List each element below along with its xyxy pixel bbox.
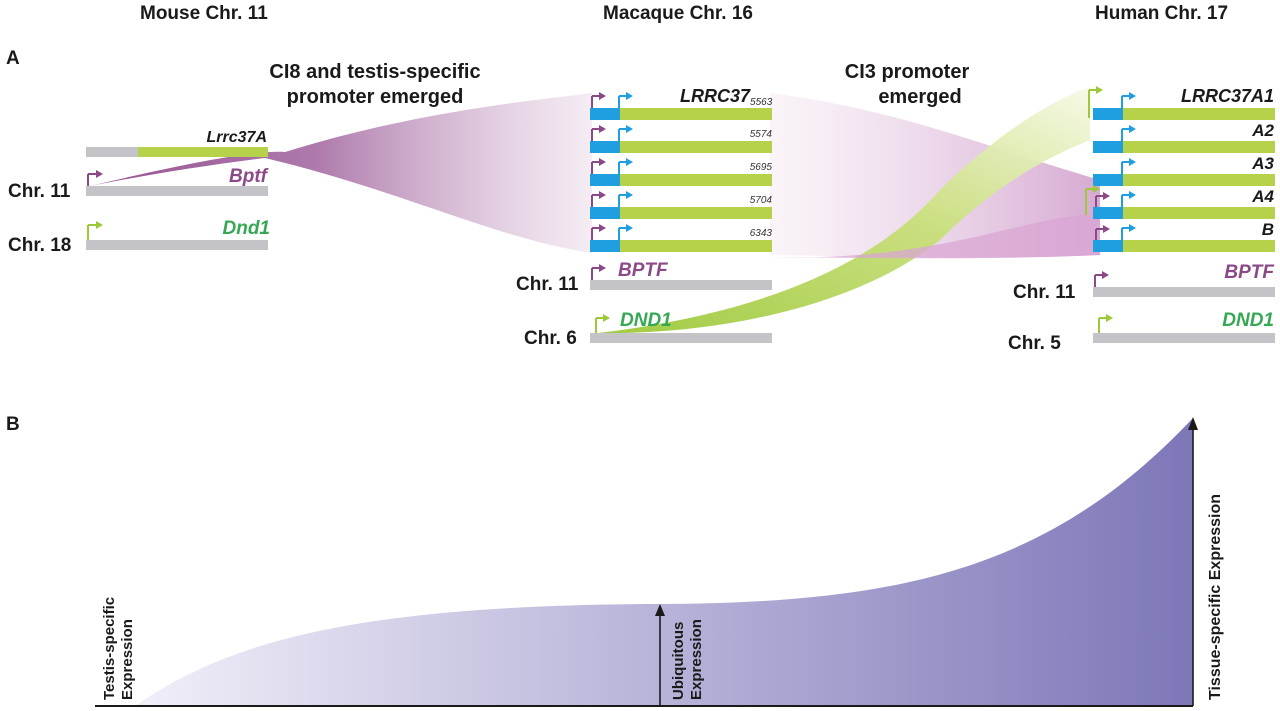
mouse-bptf-promoter-arrow bbox=[87, 170, 103, 186]
mouse-dnd1-label: Dnd1 bbox=[223, 218, 271, 239]
ubiquitous-arrow bbox=[655, 604, 665, 706]
macaque-chr11-label: Chr. 11 bbox=[516, 274, 579, 295]
human-bptf-bar bbox=[1093, 287, 1275, 297]
header-mouse: Mouse Chr. 11 bbox=[140, 3, 268, 24]
human-a3-label: A3 bbox=[1251, 154, 1274, 173]
ci3-event-label-line1: CI3 promoter bbox=[845, 61, 970, 83]
human-bptf-label: BPTF bbox=[1224, 262, 1275, 283]
macaque-copy-5-id: 6343 bbox=[750, 228, 773, 239]
macaque-dnd1-label: DND1 bbox=[620, 310, 672, 331]
human-copy-a2 bbox=[1093, 141, 1275, 153]
human-copy-a4 bbox=[1093, 207, 1275, 219]
header-macaque: Macaque Chr. 16 bbox=[603, 3, 753, 24]
human-a4-label: A4 bbox=[1251, 187, 1274, 206]
macaque-lrrc37-main: LRRC37 bbox=[680, 86, 751, 106]
mouse-chr11-label: Chr. 11 bbox=[8, 181, 71, 202]
human-chr11-label: Chr. 11 bbox=[1013, 282, 1076, 303]
macaque-dnd1-promoter-arrow bbox=[595, 314, 610, 333]
human-chr5-label: Chr. 5 bbox=[1008, 333, 1061, 354]
ci3-event-label-line2: emerged bbox=[878, 86, 961, 108]
human-copy-a1 bbox=[1093, 108, 1275, 120]
ubiquitous-expression-label-line2: Expression bbox=[688, 619, 705, 700]
human-dnd1-bar bbox=[1093, 333, 1275, 343]
mouse-bptf-label: Bptf bbox=[229, 166, 269, 187]
macaque-copy-2-id: 5574 bbox=[750, 129, 773, 140]
mouse-chr18-label: Chr. 18 bbox=[8, 235, 71, 256]
expression-area bbox=[135, 418, 1193, 706]
tissue-arrow bbox=[1188, 417, 1198, 706]
ci8-event-label-line1: CI8 and testis-specific bbox=[269, 61, 480, 83]
testis-expression-label-line2: Expression bbox=[119, 619, 136, 700]
mouse-lrrc37a-gene bbox=[138, 147, 268, 157]
macaque-bptf-label: BPTF bbox=[618, 260, 669, 281]
macaque-chr6-label: Chr. 6 bbox=[524, 328, 577, 349]
ribbon-mouse-to-macaque bbox=[90, 93, 592, 253]
macaque-copy-4 bbox=[590, 207, 772, 219]
macaque-dnd1-bar bbox=[590, 333, 772, 343]
macaque-lrrc37-label: LRRC375563 bbox=[680, 86, 773, 108]
testis-expression-label-line1: Testis-specific bbox=[101, 597, 118, 700]
header-human: Human Chr. 17 bbox=[1095, 3, 1228, 24]
macaque-promoter-arrows-blue bbox=[618, 92, 633, 240]
macaque-copy-1-id: 5563 bbox=[750, 97, 773, 108]
human-promoter-arrows-purple bbox=[1095, 192, 1110, 240]
ribbon-macaque-to-human-purple bbox=[770, 93, 1100, 258]
ci8-event-label-line2: promoter emerged bbox=[287, 86, 464, 108]
mouse-dnd1-bar bbox=[86, 240, 268, 250]
mouse-dnd1-promoter-arrow bbox=[87, 221, 103, 240]
ribbon-dnd1-to-human-green bbox=[598, 87, 1090, 334]
tissue-expression-label: Tissue-specific Expression bbox=[1207, 494, 1224, 700]
macaque-copy-4-id: 5704 bbox=[750, 195, 773, 206]
human-copy-a3 bbox=[1093, 174, 1275, 186]
macaque-copy-2 bbox=[590, 141, 772, 153]
macaque-copy-1 bbox=[590, 108, 772, 120]
human-copy-b bbox=[1093, 240, 1275, 252]
mouse-bptf-bar bbox=[86, 186, 268, 196]
mouse-lrrc37a-label: Lrrc37A bbox=[207, 129, 267, 146]
human-lrrc37a1-label: LRRC37A1 bbox=[1181, 86, 1274, 106]
human-bptf-promoter-arrow bbox=[1094, 271, 1109, 287]
panel-label-b: B bbox=[6, 414, 20, 435]
ubiquitous-expression-label-line1: Ubiquitous bbox=[670, 622, 687, 700]
macaque-copy-3-id: 5695 bbox=[750, 162, 773, 173]
macaque-bptf-promoter-arrow bbox=[591, 264, 606, 280]
macaque-copy-5 bbox=[590, 240, 772, 252]
human-dnd1-label: DND1 bbox=[1222, 310, 1274, 331]
human-a2-label: A2 bbox=[1251, 121, 1274, 140]
macaque-copy-3 bbox=[590, 174, 772, 186]
macaque-promoter-arrows-purple bbox=[591, 92, 606, 240]
mouse-lrrc37a-gray bbox=[86, 147, 138, 157]
human-b-label: B bbox=[1262, 220, 1274, 239]
panel-label-a: A bbox=[6, 48, 20, 69]
human-promoter-arrows-green bbox=[1085, 86, 1103, 215]
human-promoter-arrows-blue bbox=[1121, 92, 1136, 240]
human-dnd1-promoter-arrow bbox=[1098, 314, 1113, 333]
ribbon-human-b-purple bbox=[770, 214, 1100, 259]
macaque-bptf-bar bbox=[590, 280, 772, 290]
